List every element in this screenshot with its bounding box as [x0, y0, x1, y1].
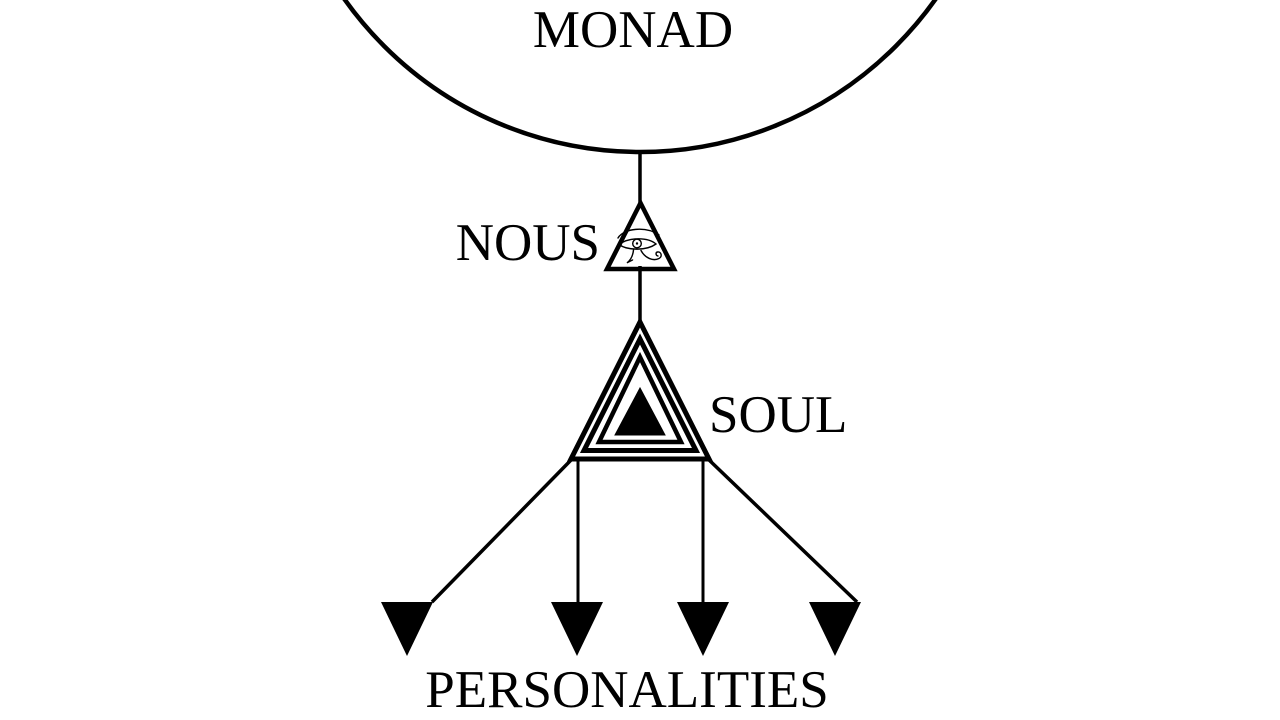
personality-triangle-2 [551, 602, 603, 656]
nous-label: NOUS [455, 214, 600, 272]
soul-personality4-line [705, 456, 859, 604]
soul-label: SOUL [709, 386, 848, 444]
soul-personality1-line [430, 456, 575, 604]
soul-nested-triangles [566, 316, 714, 462]
soul-triangle-core [614, 386, 666, 436]
monad-label: MONAD [532, 1, 734, 59]
eye-of-horus-icon [617, 228, 662, 264]
personalities-label: PERSONALITIES [425, 661, 829, 719]
personality-triangle-4 [809, 602, 861, 656]
nous-triangle [603, 198, 678, 272]
personality-triangle-1 [381, 602, 433, 656]
personality-triangle-3 [677, 602, 729, 656]
